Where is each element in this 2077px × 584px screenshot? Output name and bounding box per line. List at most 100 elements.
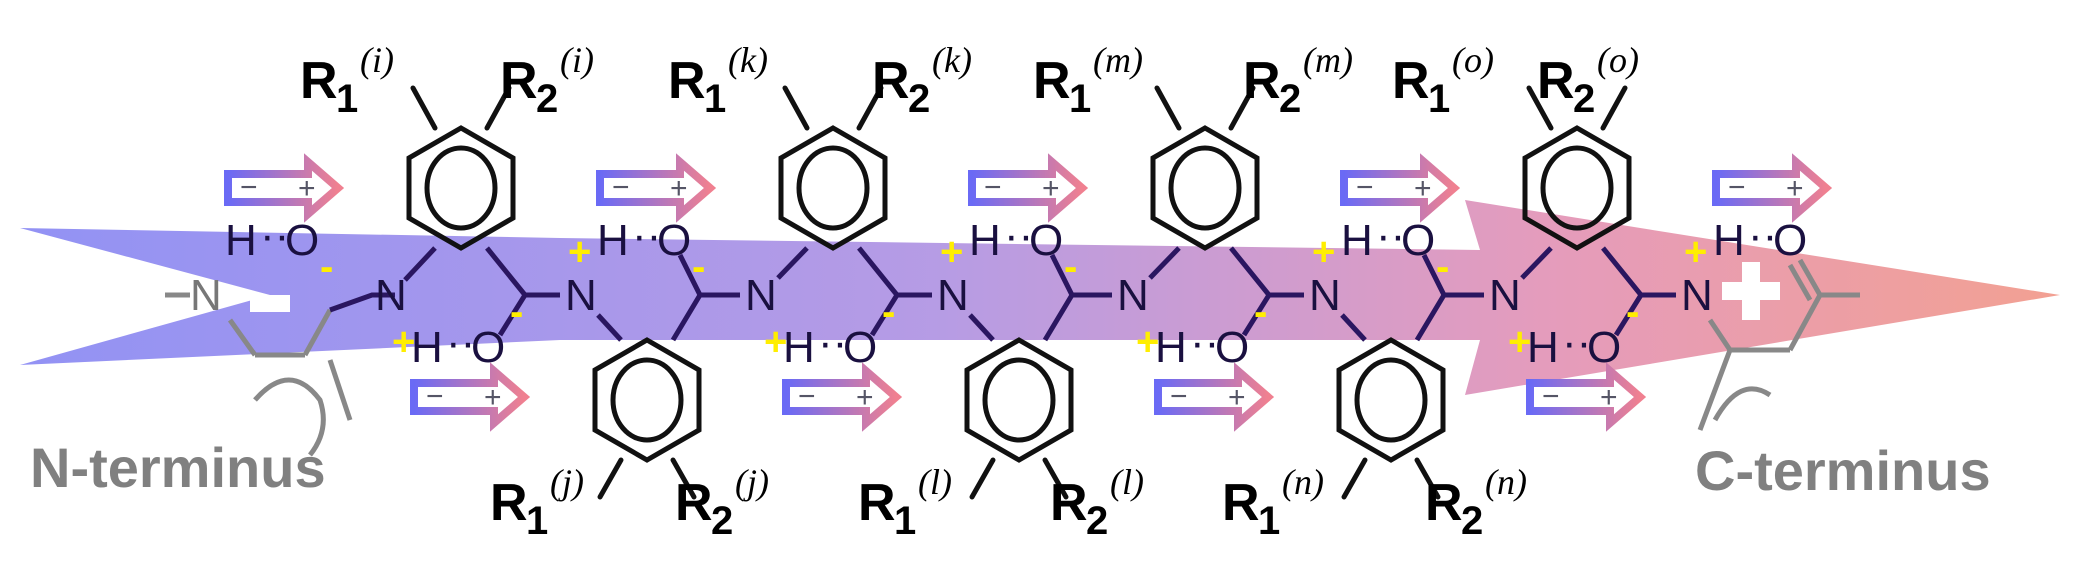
svg-text:R: R xyxy=(1033,52,1071,110)
svg-text:H: H xyxy=(1713,216,1745,265)
svg-text:··: ·· xyxy=(1748,211,1777,260)
svg-text:+: + xyxy=(298,172,316,205)
svg-text:1: 1 xyxy=(704,77,726,121)
svg-text:O: O xyxy=(1587,323,1621,372)
svg-text:+: + xyxy=(1312,230,1335,274)
svg-text:O: O xyxy=(657,216,691,265)
svg-text:(l): (l) xyxy=(918,462,952,502)
svg-text:1: 1 xyxy=(1258,499,1280,543)
svg-text:2: 2 xyxy=(1461,499,1483,543)
svg-text:O: O xyxy=(843,323,877,372)
svg-text:R: R xyxy=(1050,474,1088,532)
n-terminus-fragment: N xyxy=(165,271,353,457)
svg-text:-: - xyxy=(320,245,333,289)
svg-text:+: + xyxy=(856,381,874,414)
svg-text:H: H xyxy=(1527,323,1559,372)
svg-text:R: R xyxy=(1537,52,1575,110)
svg-text:H: H xyxy=(1341,216,1373,265)
svg-text:(j): (j) xyxy=(550,462,584,502)
svg-text:··: ·· xyxy=(1376,211,1405,260)
local-dipoles-bottom: −+ −+ −+ −+ xyxy=(414,371,1640,423)
svg-text:−: − xyxy=(612,171,630,204)
r-labels-top: R1(i) R2(i) R1(k) R2(k) R1(m) R2(m) R1(o… xyxy=(300,40,1639,121)
svg-text:+: + xyxy=(940,230,963,274)
svg-text:2: 2 xyxy=(1279,77,1301,121)
n-terminus-charge-icon xyxy=(250,295,290,312)
svg-text:-: - xyxy=(510,290,523,334)
svg-text:O: O xyxy=(285,216,319,265)
svg-text:N: N xyxy=(1489,271,1521,320)
svg-text:-: - xyxy=(1064,245,1077,289)
svg-text:··: ·· xyxy=(1190,318,1219,367)
svg-text:N: N xyxy=(190,271,222,320)
ring-n xyxy=(1339,340,1443,460)
c-terminus-label: C-terminus xyxy=(1695,439,1991,502)
svg-text:−: − xyxy=(426,380,444,413)
svg-text:··: ·· xyxy=(632,211,661,260)
svg-text:··: ·· xyxy=(446,318,475,367)
svg-text:−: − xyxy=(984,171,1002,204)
svg-text:+: + xyxy=(568,230,591,274)
svg-text:N: N xyxy=(565,271,597,320)
svg-text:(l): (l) xyxy=(1110,462,1144,502)
svg-text:2: 2 xyxy=(711,499,733,543)
local-dipoles-top: −+ −+ −+ −+ −+ xyxy=(228,162,1826,214)
svg-text:(i): (i) xyxy=(360,40,394,80)
svg-text:−: − xyxy=(1542,380,1560,413)
partial-charges: - + - + - + - + - + - + - + - + xyxy=(320,230,1707,364)
svg-text:+: + xyxy=(764,320,787,364)
svg-text:+: + xyxy=(1786,172,1804,205)
svg-text:(m): (m) xyxy=(1093,40,1143,80)
svg-text:··: ·· xyxy=(260,211,289,260)
svg-text:N: N xyxy=(937,271,969,320)
svg-text:H: H xyxy=(597,216,629,265)
svg-text:O: O xyxy=(1029,216,1063,265)
svg-text:R: R xyxy=(1243,52,1281,110)
svg-text:+: + xyxy=(1684,230,1707,274)
svg-text:N: N xyxy=(375,271,407,320)
svg-text:··: ·· xyxy=(818,318,847,367)
svg-text:−: − xyxy=(1170,380,1188,413)
r-labels-bottom: R1(j) R2(j) R1(l) R2(l) R1(n) R2(n) xyxy=(490,462,1527,543)
svg-text:(n): (n) xyxy=(1282,462,1324,502)
svg-text:+: + xyxy=(1042,172,1060,205)
n-terminus-label: N-terminus xyxy=(30,436,326,499)
svg-text:H: H xyxy=(969,216,1001,265)
svg-text:2: 2 xyxy=(1573,77,1595,121)
svg-text:+: + xyxy=(484,381,502,414)
svg-text:2: 2 xyxy=(536,77,558,121)
svg-text:N: N xyxy=(745,271,777,320)
svg-text:-: - xyxy=(1436,245,1449,289)
ring-k xyxy=(781,128,885,248)
ring-i xyxy=(409,128,513,248)
svg-text:1: 1 xyxy=(526,499,548,543)
svg-text:(i): (i) xyxy=(560,40,594,80)
svg-text:(o): (o) xyxy=(1597,40,1639,80)
svg-text:··: ·· xyxy=(1004,211,1033,260)
svg-text:R: R xyxy=(500,52,538,110)
svg-text:H: H xyxy=(1155,323,1187,372)
svg-text:−: − xyxy=(1356,171,1374,204)
svg-text:+: + xyxy=(1136,320,1159,364)
ring-l xyxy=(967,340,1071,460)
svg-text:2: 2 xyxy=(1086,499,1108,543)
svg-text:1: 1 xyxy=(1428,77,1450,121)
svg-text:(m): (m) xyxy=(1303,40,1353,80)
svg-text:R: R xyxy=(858,474,896,532)
svg-text:−: − xyxy=(1728,171,1746,204)
svg-text:N: N xyxy=(1309,271,1341,320)
svg-text:R: R xyxy=(1222,474,1260,532)
svg-text:(j): (j) xyxy=(735,462,769,502)
svg-text:+: + xyxy=(1600,381,1618,414)
hbonds-top: H··O H··O H··O H··O H··O xyxy=(225,211,1807,265)
svg-text:R: R xyxy=(490,474,528,532)
svg-text:··: ·· xyxy=(1562,318,1591,367)
svg-text:O: O xyxy=(1401,216,1435,265)
svg-text:+: + xyxy=(1508,320,1531,364)
ring-j xyxy=(595,340,699,460)
svg-text:O: O xyxy=(1215,323,1249,372)
svg-text:−: − xyxy=(798,380,816,413)
svg-text:+: + xyxy=(1414,172,1432,205)
svg-text:1: 1 xyxy=(1069,77,1091,121)
svg-text:-: - xyxy=(882,290,895,334)
